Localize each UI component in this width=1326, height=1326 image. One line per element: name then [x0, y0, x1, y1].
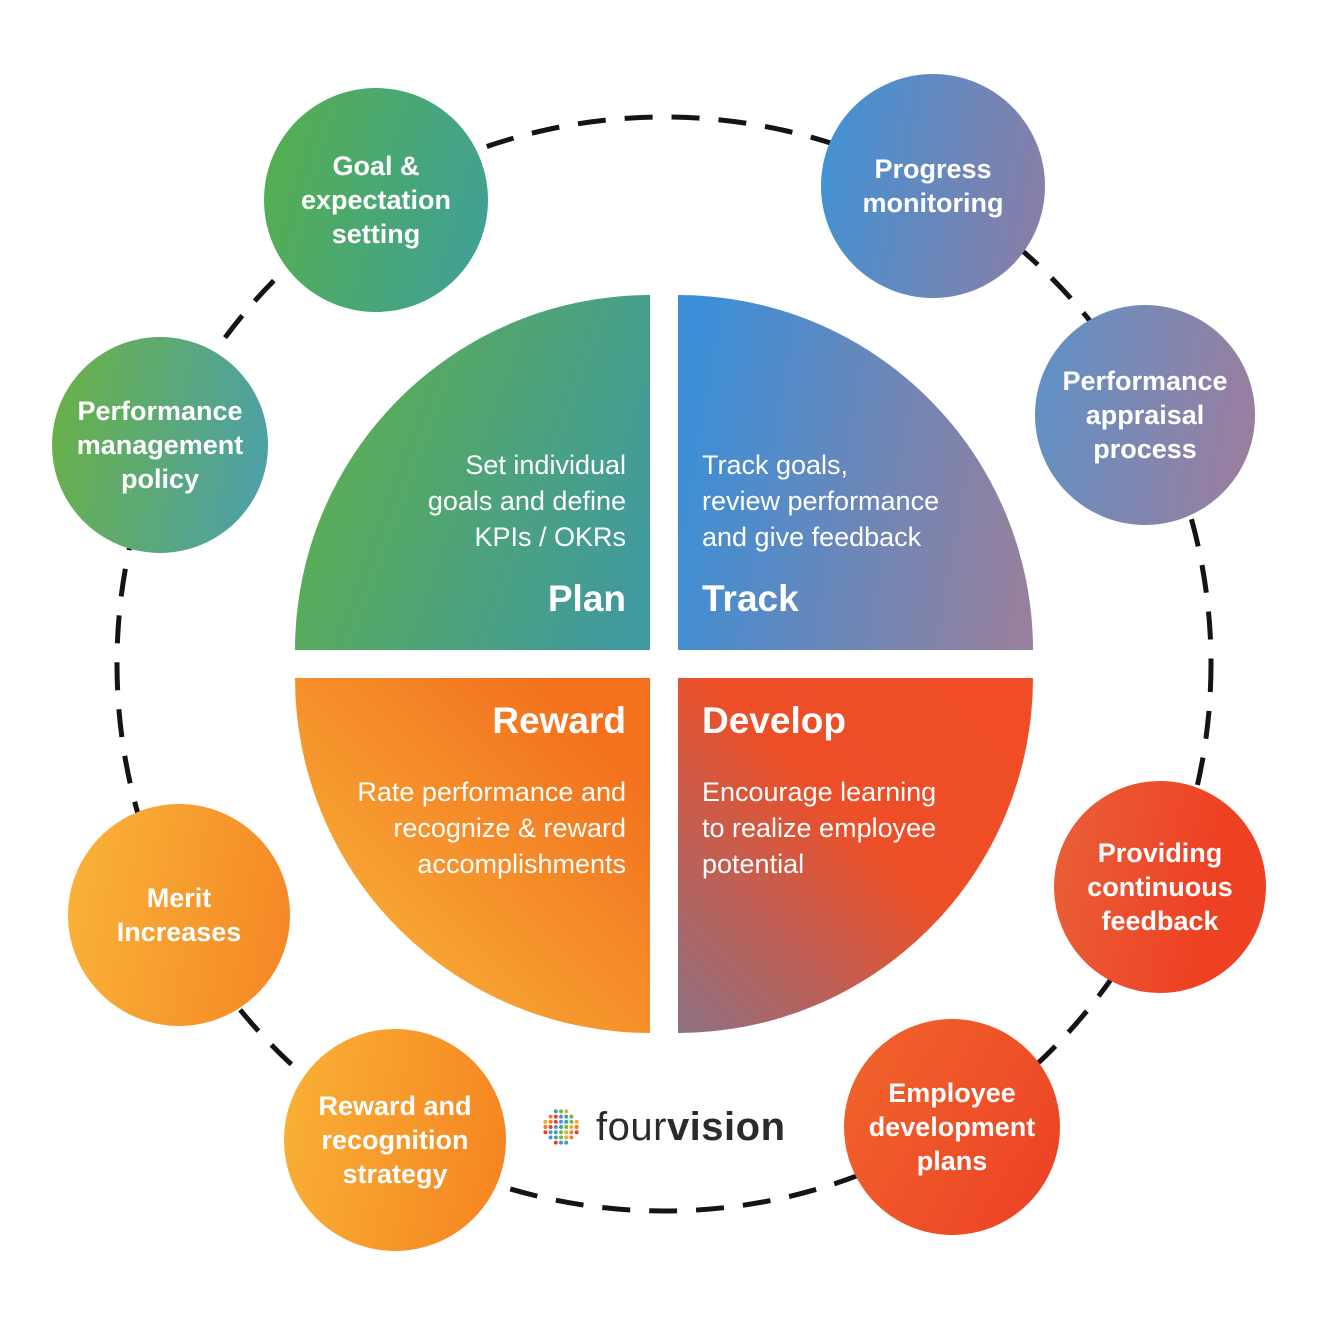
satellite-label: Employee development plans	[868, 1078, 1036, 1176]
fourvision-logo: fourvision	[536, 1098, 786, 1156]
satellite-reward-recognition-strategy: Reward and recognition strategy	[284, 1029, 506, 1251]
satellite-employee-development-plans: Employee development plans	[844, 1019, 1060, 1235]
logo-brand-regular: four	[596, 1104, 667, 1149]
satellite-label: Goal & expectation setting	[300, 151, 452, 249]
satellite-progress-monitoring: Progress monitoring	[821, 74, 1045, 298]
develop-label: Develop	[702, 700, 846, 741]
plan-description: Set individual goals and define KPIs / O…	[427, 450, 626, 552]
satellite-label: Performance appraisal process	[1062, 366, 1228, 464]
reward-description: Rate performance and recognize & reward …	[357, 777, 626, 879]
satellite-label: Performance management policy	[76, 396, 244, 494]
develop-description: Encourage learning to realize employee p…	[702, 777, 937, 879]
satellite-label: Providing continuous feedback	[1087, 838, 1233, 936]
satellite-goal-expectation-setting: Goal & expectation setting	[264, 88, 488, 312]
satellite-label: Progress monitoring	[862, 154, 1004, 218]
satellite-performance-appraisal-process: Performance appraisal process	[1035, 305, 1255, 525]
track-description: Track goals, review performance and give…	[702, 450, 940, 552]
track-label: Track	[702, 578, 799, 619]
satellite-performance-management-policy: Performance management policy	[52, 337, 268, 553]
reward-label: Reward	[492, 700, 626, 741]
satellite-label: Merit Increases	[116, 883, 242, 947]
satellite-label: Reward and recognition strategy	[318, 1091, 472, 1189]
logo-brand-bold: vision	[666, 1104, 786, 1149]
satellite-providing-continuous-feedback: Providing continuous feedback	[1054, 781, 1266, 993]
fourvision-logo-icon	[543, 1109, 579, 1145]
plan-label: Plan	[547, 578, 626, 619]
satellite-merit-increases: Merit Increases	[68, 804, 290, 1026]
fourvision-logo-text: fourvision	[596, 1105, 786, 1150]
